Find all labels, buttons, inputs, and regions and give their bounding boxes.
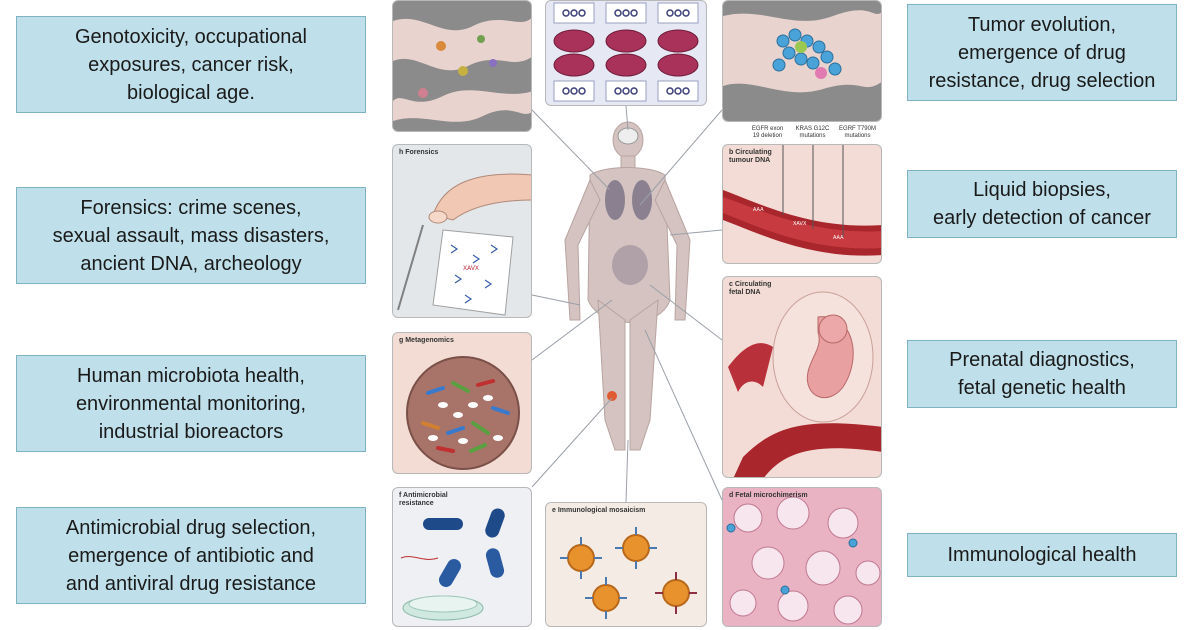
svg-text:AAA: AAA — [833, 235, 844, 241]
antimicrobial-illustration — [400, 508, 505, 621]
caption-prenatal: Prenatal diagnostics, fetal genetic heal… — [907, 340, 1177, 408]
panel-tumour — [722, 0, 882, 122]
caption-genotoxicity: Genotoxicity, occupational exposures, ca… — [16, 16, 366, 113]
panel-mitochondria — [545, 0, 707, 106]
vessel-tumour-illustration: AAA XAVX AAA — [723, 145, 881, 256]
caption-tumor-evolution: Tumor evolution, emergence of drug resis… — [907, 4, 1177, 101]
panel-circulating-fetal-dna: c Circulating fetal DNA — [722, 276, 882, 478]
label-forensics: h Forensics — [399, 149, 439, 156]
caption-antimicrobial: Antimicrobial drug selection, emergence … — [16, 507, 366, 604]
caption-liquid-biopsies: Liquid biopsies, early detection of canc… — [907, 170, 1177, 238]
caption-forensics: Forensics: crime scenes, sexual assault,… — [16, 187, 366, 284]
panel-antimicrobial: f Antimicrobial resistance — [392, 487, 532, 627]
caption-microbiota: Human microbiota health, environmental m… — [16, 355, 366, 452]
svg-text:XAVX: XAVX — [463, 265, 479, 272]
label-egfr-exon19: EGFR exon 19 deletion — [751, 126, 784, 139]
tumour-cells-illustration — [723, 1, 881, 121]
panel-fetal-microchimerism: d Fetal microchimerism — [722, 487, 882, 627]
microchimerism-tissue-illustration — [726, 496, 881, 625]
mitochondria-illustration — [553, 2, 699, 102]
forensics-illustration: XAVX — [397, 173, 531, 316]
tissue-cells-illustration — [393, 1, 531, 131]
panel-metagenomics: g Metagenomics — [392, 332, 532, 474]
panel-circulating-tumour-dna: AAA XAVX AAA b Circulating tumour DNA — [722, 144, 882, 264]
label-circulating-fetal-dna: c Circulating fetal DNA — [729, 281, 772, 296]
human-figure — [564, 121, 691, 451]
panel-tissue-top-left — [392, 0, 532, 132]
caption-immunological-health: Immunological health — [907, 533, 1177, 577]
svg-text:AAA: AAA — [753, 207, 764, 213]
label-fetal-microchimerism: d Fetal microchimerism — [729, 492, 808, 499]
fetus-vessel-illustration — [728, 291, 881, 477]
label-immunological: e Immunological mosaicism — [552, 507, 646, 514]
metagenomics-illustration — [406, 356, 520, 470]
svg-text:XAVX: XAVX — [793, 221, 807, 227]
label-circulating-tumour-dna: b Circulating tumour DNA — [729, 149, 772, 164]
panel-forensics: XAVX h Forensics — [392, 144, 532, 318]
label-egfr-t790m: EGRF T790M mutations — [839, 126, 876, 139]
label-metagenomics: g Metagenomics — [399, 337, 454, 344]
panel-immunological-mosaicism: e Immunological mosaicism — [545, 502, 707, 627]
label-antimicrobial: f Antimicrobial resistance — [399, 492, 448, 507]
label-kras-g12c: KRAS G12C mutations — [795, 126, 830, 139]
immune-cells-illustration — [560, 527, 697, 619]
